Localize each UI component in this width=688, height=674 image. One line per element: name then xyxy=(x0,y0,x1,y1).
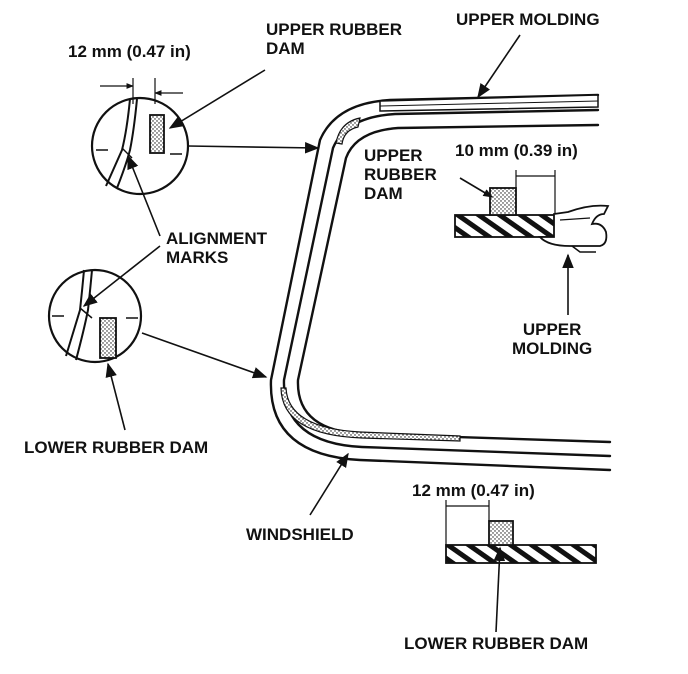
upper-rubber-dam-label-top-line2: DAM xyxy=(266,39,305,58)
upper-molding-label-mid: UPPER MOLDING xyxy=(512,320,592,358)
upper-rubber-dam-label-mid-line2: RUBBER xyxy=(364,165,437,184)
upper-rubber-dam-label-top: UPPER RUBBER DAM xyxy=(266,20,402,58)
upper-rubber-dam-label-mid: UPPER RUBBER DAM xyxy=(364,146,437,203)
windshield-label: WINDSHIELD xyxy=(246,525,354,544)
upper-detail-circle xyxy=(90,96,190,196)
upper-cross-section xyxy=(454,170,610,315)
upper-dam-strip xyxy=(335,117,361,145)
alignment-marks-label: ALIGNMENT MARKS xyxy=(166,229,267,267)
lower-dam-strip xyxy=(280,387,461,442)
upper-molding-label-top: UPPER MOLDING xyxy=(456,10,600,29)
upper-rubber-dam-label-top-line1: UPPER RUBBER xyxy=(266,20,403,39)
lower-rubber-dam-label-left: LOWER RUBBER DAM xyxy=(24,438,209,457)
upper-rubber-dam-label-mid-line1: UPPER xyxy=(364,146,423,165)
alignment-marks-label-line1: ALIGNMENT xyxy=(166,229,268,248)
lower-cross-section xyxy=(445,500,597,633)
lower-detail-circle xyxy=(47,268,143,364)
upper-molding-label-mid-line2: MOLDING xyxy=(512,339,593,358)
dim-10mm-label: 10 mm (0.39 in) xyxy=(455,141,578,160)
upper-rubber-dam-label-mid-line3: DAM xyxy=(364,184,403,203)
alignment-marks-label-line2: MARKS xyxy=(166,248,229,267)
upper-molding-label-mid-line1: UPPER xyxy=(522,320,582,339)
lower-rubber-dam-label-bottom: LOWER RUBBER DAM xyxy=(404,634,589,653)
dim-12mm-top-label: 12 mm (0.47 in) xyxy=(68,42,191,61)
dim-12mm-bottom-label: 12 mm (0.47 in) xyxy=(412,481,535,500)
